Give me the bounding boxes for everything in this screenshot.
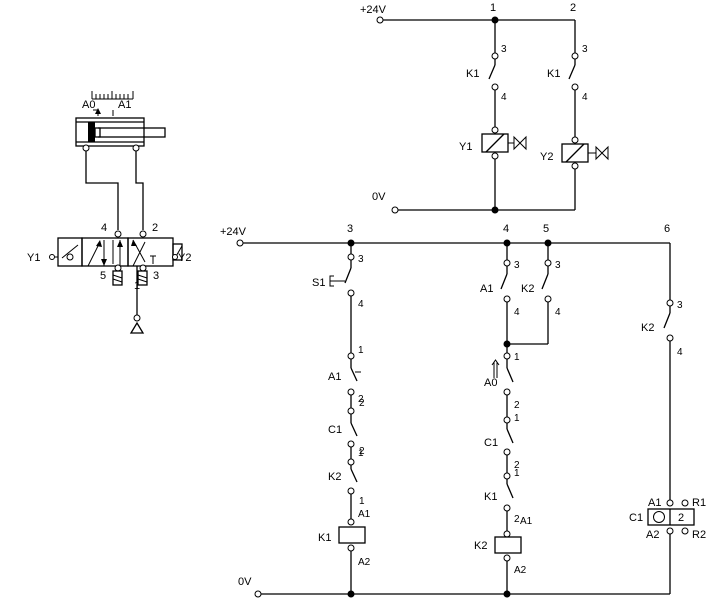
valve-port-2: 2 — [152, 222, 158, 234]
counter-preset-value: 2 — [678, 512, 684, 524]
valve-port-4: 4 — [101, 222, 107, 234]
rung4-k1-bottom-terminal: 2 — [514, 514, 520, 525]
top-control-circuit: +24V 1 2 3 K1 4 Y1 3 K1 4 Y2 — [360, 2, 609, 214]
counter-c1 — [647, 499, 695, 535]
rung3-c1-bottom-terminal: 1 — [358, 448, 364, 459]
top-k1-a-bottom-terminal: 4 — [501, 92, 507, 103]
counter-r2-terminal: R2 — [692, 529, 706, 541]
bottom-column-4: 4 — [503, 223, 509, 235]
s1-top-terminal: 3 — [358, 254, 364, 265]
rung4-a0-top-terminal: 1 — [514, 352, 520, 363]
rung5-k2-top-terminal: 3 — [555, 260, 561, 271]
cylinder-label-a1: A1 — [118, 99, 131, 111]
top-column-2: 2 — [570, 2, 576, 14]
rung5-k2-label: K2 — [521, 283, 534, 295]
top-k1-b-top-terminal: 3 — [582, 44, 588, 55]
solenoid-y1-label: Y1 — [27, 252, 40, 264]
rung4-c1-top-terminal: 1 — [514, 413, 520, 424]
rung6-k2-bottom-terminal: 4 — [677, 347, 683, 358]
top-k1-a-label: K1 — [466, 68, 479, 80]
s1-bottom-terminal: 4 — [358, 299, 364, 310]
bottom-ground-label: 0V — [238, 576, 252, 588]
rung5-k2-bottom-terminal: 4 — [555, 307, 561, 318]
k1-coil-a2-terminal: A2 — [358, 557, 371, 568]
rung4-a0-bottom-terminal: 2 — [514, 400, 520, 411]
counter-label: C1 — [629, 512, 643, 524]
counter-r1-terminal: R1 — [692, 497, 706, 509]
rung4-k1-top-terminal: 1 — [514, 468, 520, 479]
relay-coil-k1 — [338, 526, 366, 544]
bottom-column-6: 6 — [664, 223, 670, 235]
relay-coil-k2 — [494, 536, 522, 554]
rung3-c1-label: C1 — [328, 424, 342, 436]
rung4-a1-top-terminal: 3 — [514, 260, 520, 271]
directional-valve-5-2 — [57, 237, 183, 267]
rung3-k2-top-terminal: 2 — [359, 446, 365, 457]
pneumatic-circuit: A0 A1 — [27, 91, 191, 334]
bottom-supply-label: +24V — [220, 226, 247, 238]
rung3-a1-top-terminal: 1 — [358, 345, 364, 356]
valve-port-5: 5 — [100, 270, 106, 282]
rung4-c1-label: C1 — [484, 437, 498, 449]
k1-coil-a1-terminal: A1 — [358, 509, 371, 520]
top-column-1: 1 — [490, 2, 496, 14]
top-k1-b-bottom-terminal: 4 — [582, 92, 588, 103]
bottom-column-3: 3 — [347, 223, 353, 235]
rung6-k2-top-terminal: 3 — [677, 300, 683, 311]
cylinder-scale — [91, 91, 134, 100]
counter-a1-terminal: A1 — [648, 497, 661, 509]
pneumatic-cylinder — [75, 117, 166, 152]
counter-a2-terminal: A2 — [646, 529, 659, 541]
rung3-a1-label: A1 — [328, 371, 341, 383]
rung3-k2-bottom-terminal: 1 — [359, 496, 365, 507]
top-coil-y1-label: Y1 — [459, 141, 472, 153]
k2-coil-a1-terminal: A1 — [520, 516, 533, 527]
rung3-a1-bottom-terminal: 2 — [358, 394, 364, 405]
bottom-column-5: 5 — [543, 223, 549, 235]
rung6-k2-label: K2 — [641, 322, 654, 334]
rung4-a1-label: A1 — [480, 283, 493, 295]
rung4-c1-bottom-terminal: 2 — [514, 460, 520, 471]
k1-coil-label: K1 — [318, 532, 331, 544]
rung3-c1-top-terminal: 2 — [359, 398, 365, 409]
top-coil-y2-label: Y2 — [540, 151, 553, 163]
k2-coil-a2-terminal: A2 — [514, 565, 527, 576]
bottom-control-circuit: +24V 3 4 5 6 3 S1 4 1 A1 2 C1 2 — [220, 223, 706, 598]
rung3-k2-label: K2 — [328, 471, 341, 483]
valve-port-3: 3 — [153, 270, 159, 282]
top-k1-a-top-terminal: 3 — [501, 44, 507, 55]
top-supply-label: +24V — [360, 4, 387, 16]
top-k1-b-label: K1 — [547, 68, 560, 80]
rung4-a0-label: A0 — [484, 377, 497, 389]
top-ground-label: 0V — [372, 191, 386, 203]
s1-label: S1 — [312, 277, 325, 289]
k2-coil-label: K2 — [474, 540, 487, 552]
rung4-k1-label: K1 — [484, 491, 497, 503]
rung4-a1-bottom-terminal: 4 — [514, 307, 520, 318]
solenoid-y2-label: Y2 — [178, 252, 191, 264]
cylinder-label-a0: A0 — [82, 99, 95, 111]
exhaust-silencers — [112, 264, 148, 286]
